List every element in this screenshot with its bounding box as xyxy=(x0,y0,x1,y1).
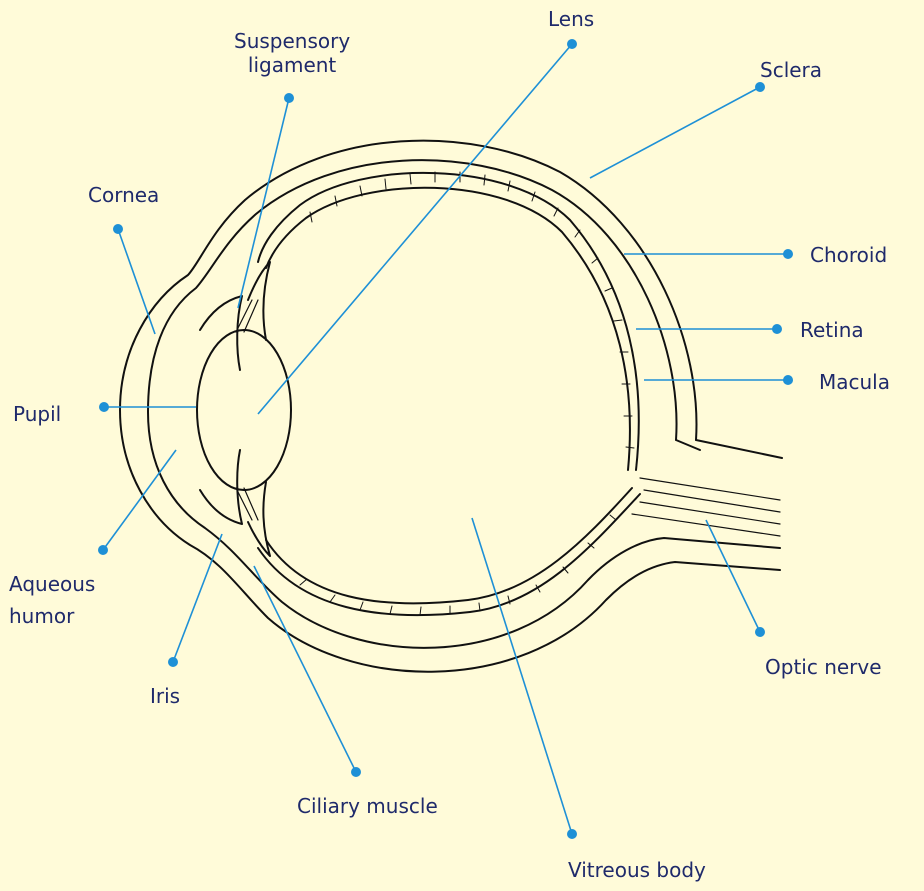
label-ciliary-muscle: Ciliary muscle xyxy=(297,795,438,818)
label-choroid: Choroid xyxy=(810,244,887,267)
sclera-outline xyxy=(120,141,780,672)
label-lens: Lens xyxy=(548,8,594,31)
sclera-inner-outline xyxy=(148,160,780,648)
leader-optic-nerve xyxy=(706,520,760,632)
label-aqueous-humor: Aqueous humor xyxy=(9,568,95,632)
dot-macula xyxy=(783,375,793,385)
label-aqueous-line1: Aqueous xyxy=(9,572,95,596)
label-suspensory-ligament: Suspensory ligament xyxy=(234,29,350,77)
leader-cornea xyxy=(118,229,155,334)
dot-iris xyxy=(168,657,178,667)
leader-aqueous-humor xyxy=(103,450,176,550)
choroid-lower xyxy=(258,494,640,615)
label-cornea: Cornea xyxy=(88,184,159,207)
optic-sheath-inner xyxy=(676,440,700,450)
retina-inner xyxy=(266,188,630,470)
label-aqueous-line2: humor xyxy=(9,604,74,628)
iris-lower xyxy=(200,450,242,524)
lens-shape xyxy=(197,330,291,490)
leader-iris xyxy=(173,534,222,662)
dot-cornea xyxy=(113,224,123,234)
eye-outline-drawing xyxy=(120,141,782,672)
dot-retina xyxy=(772,324,782,334)
dot-suspensory-ligament xyxy=(284,93,294,103)
leader-suspensory-ligament xyxy=(238,98,289,308)
label-retina: Retina xyxy=(800,319,864,342)
iris-upper xyxy=(200,296,242,370)
dot-aqueous-humor xyxy=(98,545,108,555)
label-macula: Macula xyxy=(819,371,890,394)
retina-lower xyxy=(266,488,632,603)
dot-vitreous-body xyxy=(567,829,577,839)
leader-lens xyxy=(258,44,572,414)
label-pupil: Pupil xyxy=(13,403,61,426)
label-iris: Iris xyxy=(150,685,180,708)
leader-ciliary-muscle xyxy=(254,566,356,772)
dot-optic-nerve xyxy=(755,627,765,637)
leader-vitreous-body xyxy=(472,518,572,834)
dot-pupil xyxy=(99,402,109,412)
label-optic-nerve: Optic nerve xyxy=(765,656,882,679)
label-sclera: Sclera xyxy=(760,59,822,82)
dot-ciliary-muscle xyxy=(351,767,361,777)
optic-nerve-fibers xyxy=(632,478,780,536)
optic-sheath-top xyxy=(696,440,782,458)
leader-sclera xyxy=(590,87,760,178)
dot-lens xyxy=(567,39,577,49)
label-suspensory-line1: Suspensory xyxy=(234,29,350,53)
leader-lines xyxy=(98,39,793,839)
label-vitreous-body: Vitreous body xyxy=(568,859,706,882)
label-suspensory-line2: ligament xyxy=(248,53,336,77)
choroid-outer xyxy=(258,173,639,470)
dot-choroid xyxy=(783,249,793,259)
dot-sclera xyxy=(755,82,765,92)
